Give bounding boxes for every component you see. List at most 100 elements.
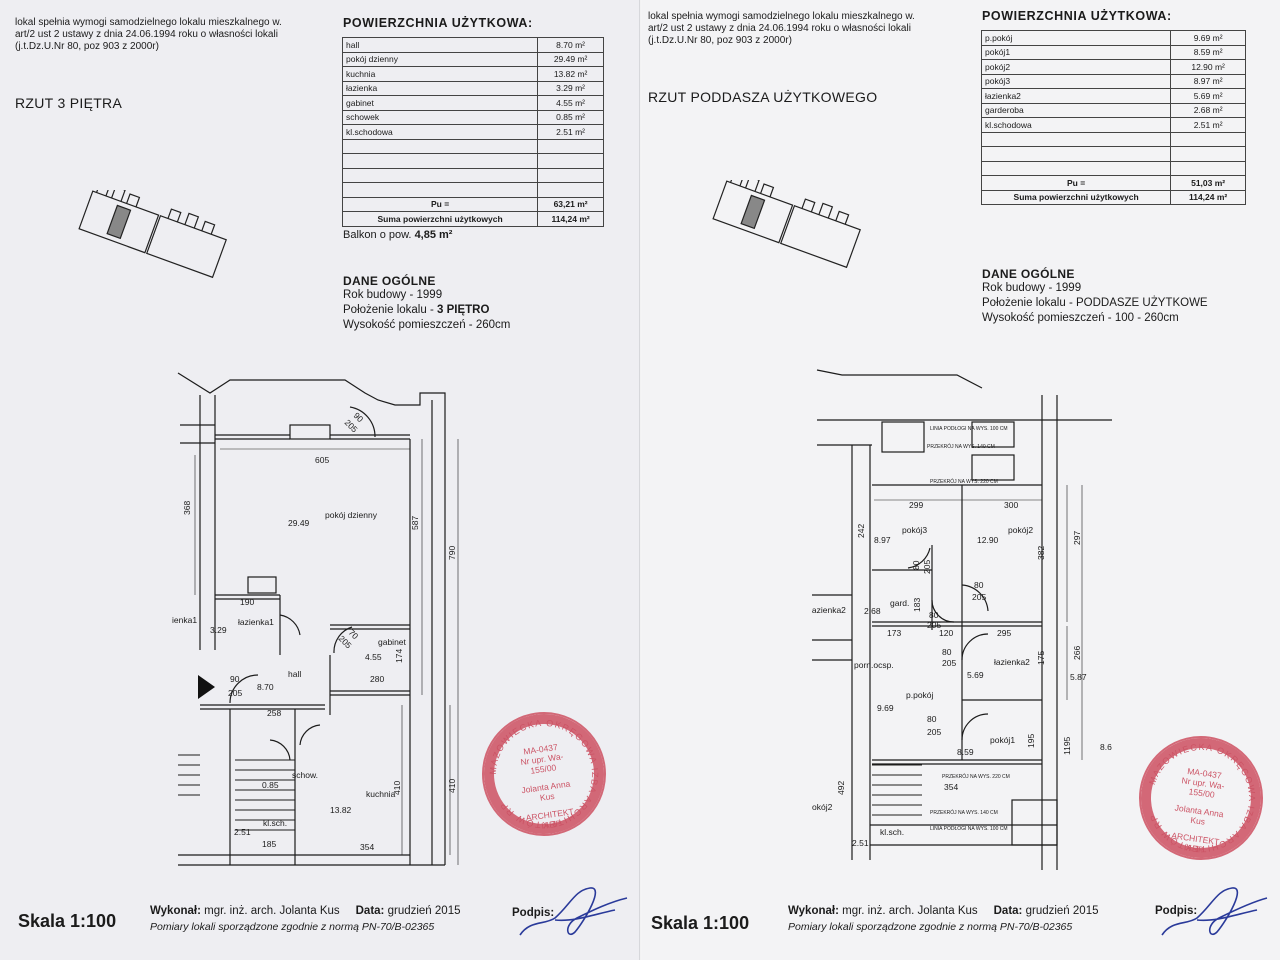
room-label: pokój2 (1008, 525, 1033, 535)
legal-note: lokal spełnia wymogi samodzielnego lokal… (648, 11, 915, 46)
dim-label: 1195 (1062, 736, 1072, 755)
room-label: p.pokój (906, 690, 934, 700)
handwritten-signature (519, 887, 628, 936)
signature-label: Podpis: (1155, 905, 1198, 917)
room-area: 9.69 (877, 703, 894, 713)
dim-label: 605 (315, 455, 329, 465)
floor-plan-3rd: 605 368 587 790 90 205 pokój dzienny 29.… (170, 365, 470, 895)
door-label: 205 (922, 560, 932, 574)
room-area: 2.51 (234, 827, 251, 837)
dim-label: 295 (997, 628, 1011, 638)
door-label: 205 (942, 658, 956, 668)
architect-stamp: MAZOWIECKA OKRĘGOWA IZBA ARCHITEKTÓW RP … (473, 703, 615, 845)
plan-title: RZUT PODDASZA UŻYTKOWEGO (648, 89, 878, 105)
floor-plan-drawing: LINIA PODŁOGI NA WYS. 100 CM PRZEKRÓJ NA… (812, 369, 1112, 870)
room-area-value: 8.97 m² (1170, 73, 1246, 89)
room-area: 29.49 (288, 518, 310, 528)
door-label: 205 (927, 620, 941, 630)
table-row (341, 182, 604, 198)
key-plan-sketch (78, 190, 227, 279)
dim-label: 242 (856, 524, 866, 538)
room-label: kl.sch. (880, 827, 904, 837)
architect-stamp: MAZOWIECKA OKRĘGOWA IZBA ARCHITEKTÓW RP … (1130, 727, 1272, 869)
room-label: pokój3 (902, 525, 927, 535)
room-area: 8.6 (1100, 742, 1112, 752)
dim-label: 382 (1036, 546, 1046, 560)
handwritten-signature (1161, 887, 1268, 936)
table-row (980, 131, 1246, 147)
door-label: 90 (230, 674, 240, 684)
room-label: porn.ocsp. (854, 660, 894, 670)
dim-label: 266 (1072, 646, 1082, 660)
section-note: PRZEKRÓJ NA WYS. 140 CM (930, 809, 998, 816)
room-label: hall (288, 669, 301, 679)
room-area-value: 29.49 m² (537, 51, 604, 67)
sheet-fold (639, 0, 643, 960)
dim-label: 297 (1072, 531, 1082, 545)
room-name: garderoba (980, 102, 1172, 118)
room-area-value: 3.29 m² (537, 80, 604, 96)
room-label: pokój dzienny (325, 510, 378, 520)
dim-label: 185 (262, 839, 276, 849)
dim-label: 175 (1036, 651, 1046, 665)
pu-row: Pu =51,03 m² (980, 175, 1246, 191)
room-label: łazienka2 (812, 605, 846, 615)
area-table-title: POWIERZCHNIA UŻYTKOWA: (343, 16, 533, 30)
room-area: 8.59 (957, 747, 974, 757)
room-name: pokój2 (980, 59, 1172, 75)
section-note: LINIA PODŁOGI NA WYS. 100 CM (930, 426, 1008, 432)
dim-label: 120 (939, 628, 953, 638)
dim-label: 410 (447, 779, 457, 793)
section-note: LINIA PODŁOGI NA WYS. 100 CM (930, 826, 1008, 832)
room-area: 5.69 (967, 670, 984, 680)
room-name: pokój dzienny (341, 51, 539, 67)
signature-label: Podpis: (512, 907, 555, 919)
room-area: 8.70 (257, 682, 274, 692)
room-area-value: 0.85 m² (537, 109, 604, 125)
dim-label: 492 (836, 781, 846, 795)
dim-label: 354 (944, 782, 958, 792)
room-area-value: 12.90 m² (1170, 59, 1246, 75)
dim-label: 299 (909, 500, 923, 510)
room-name: łazienka (341, 80, 539, 96)
general-data: DANE OGÓLNE Rok budowy - 1999 Położenie … (982, 267, 1208, 324)
section-note: PRZEKRÓJ NA WYS. 220 CM (930, 478, 998, 485)
dim-label: 354 (360, 842, 374, 852)
table-row (341, 138, 604, 154)
room-label: kuchnia (366, 789, 396, 799)
room-area-value: 2.51 m² (1170, 117, 1246, 133)
balcony-area: Balkon o pow. 4,85 m² (343, 229, 453, 241)
room-label: gabinet (378, 637, 407, 647)
dim-label: 410 (392, 781, 402, 795)
room-label: gard. (890, 598, 909, 608)
room-label: kl.sch. (263, 818, 287, 828)
dim-label: 300 (1004, 500, 1018, 510)
room-name: pokój1 (980, 44, 1172, 60)
scale-label: Skala 1:100 (651, 913, 750, 933)
door-label: 205 (927, 727, 941, 737)
room-area: 2.51 (852, 838, 869, 848)
dim-label: 790 (447, 546, 457, 560)
room-area: 12.90 (977, 535, 999, 545)
door-label: 80 (929, 610, 939, 620)
room-area: 5.87 (1070, 672, 1087, 682)
scale-label: Skala 1:100 (18, 911, 117, 931)
room-area-value: 5.69 m² (1170, 88, 1246, 104)
door-label: 80 (911, 560, 921, 570)
room-area-value: 8.59 m² (1170, 44, 1246, 60)
room-name: gabinet (341, 95, 539, 111)
room-area-value: 13.82 m² (537, 66, 604, 82)
room-name: kl.schodowa (980, 117, 1172, 133)
room-area-value: 4.55 m² (537, 95, 604, 111)
room-name: łazienka2 (980, 88, 1172, 104)
